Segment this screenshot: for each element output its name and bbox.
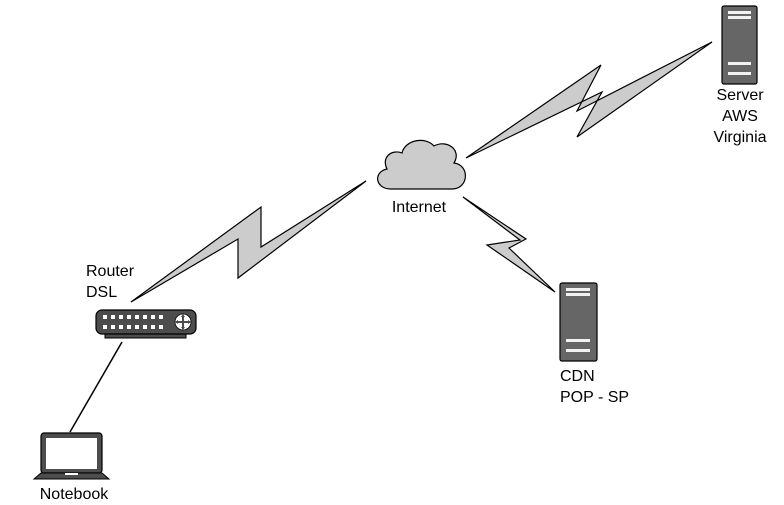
server-label-line-2: AWS <box>722 108 758 125</box>
cdn-label: CDN POP - SP <box>560 366 629 408</box>
cdn-label-line-1: CDN <box>560 368 595 385</box>
server-label-line-3: Virginia <box>713 129 767 146</box>
server-icon <box>721 5 758 85</box>
notebook-label: Notebook <box>39 486 109 503</box>
cloud-icon <box>377 139 466 190</box>
link-router-notebook <box>69 341 123 433</box>
server-label: Server AWS Virginia <box>704 85 776 148</box>
server-icon <box>559 282 598 362</box>
internet-label: Internet <box>391 199 447 216</box>
link-internet-server <box>465 41 713 159</box>
laptop-icon <box>32 432 111 480</box>
router-label-line-2: DSL <box>86 284 118 301</box>
router-icon <box>95 309 197 339</box>
link-router-internet <box>130 180 367 303</box>
router-label: Router DSL <box>86 261 134 303</box>
cdn-label-line-2: POP - SP <box>560 389 630 406</box>
router-label-line-1: Router <box>86 263 135 280</box>
server-label-line-1: Server <box>716 87 764 104</box>
link-internet-cdn <box>462 196 556 293</box>
